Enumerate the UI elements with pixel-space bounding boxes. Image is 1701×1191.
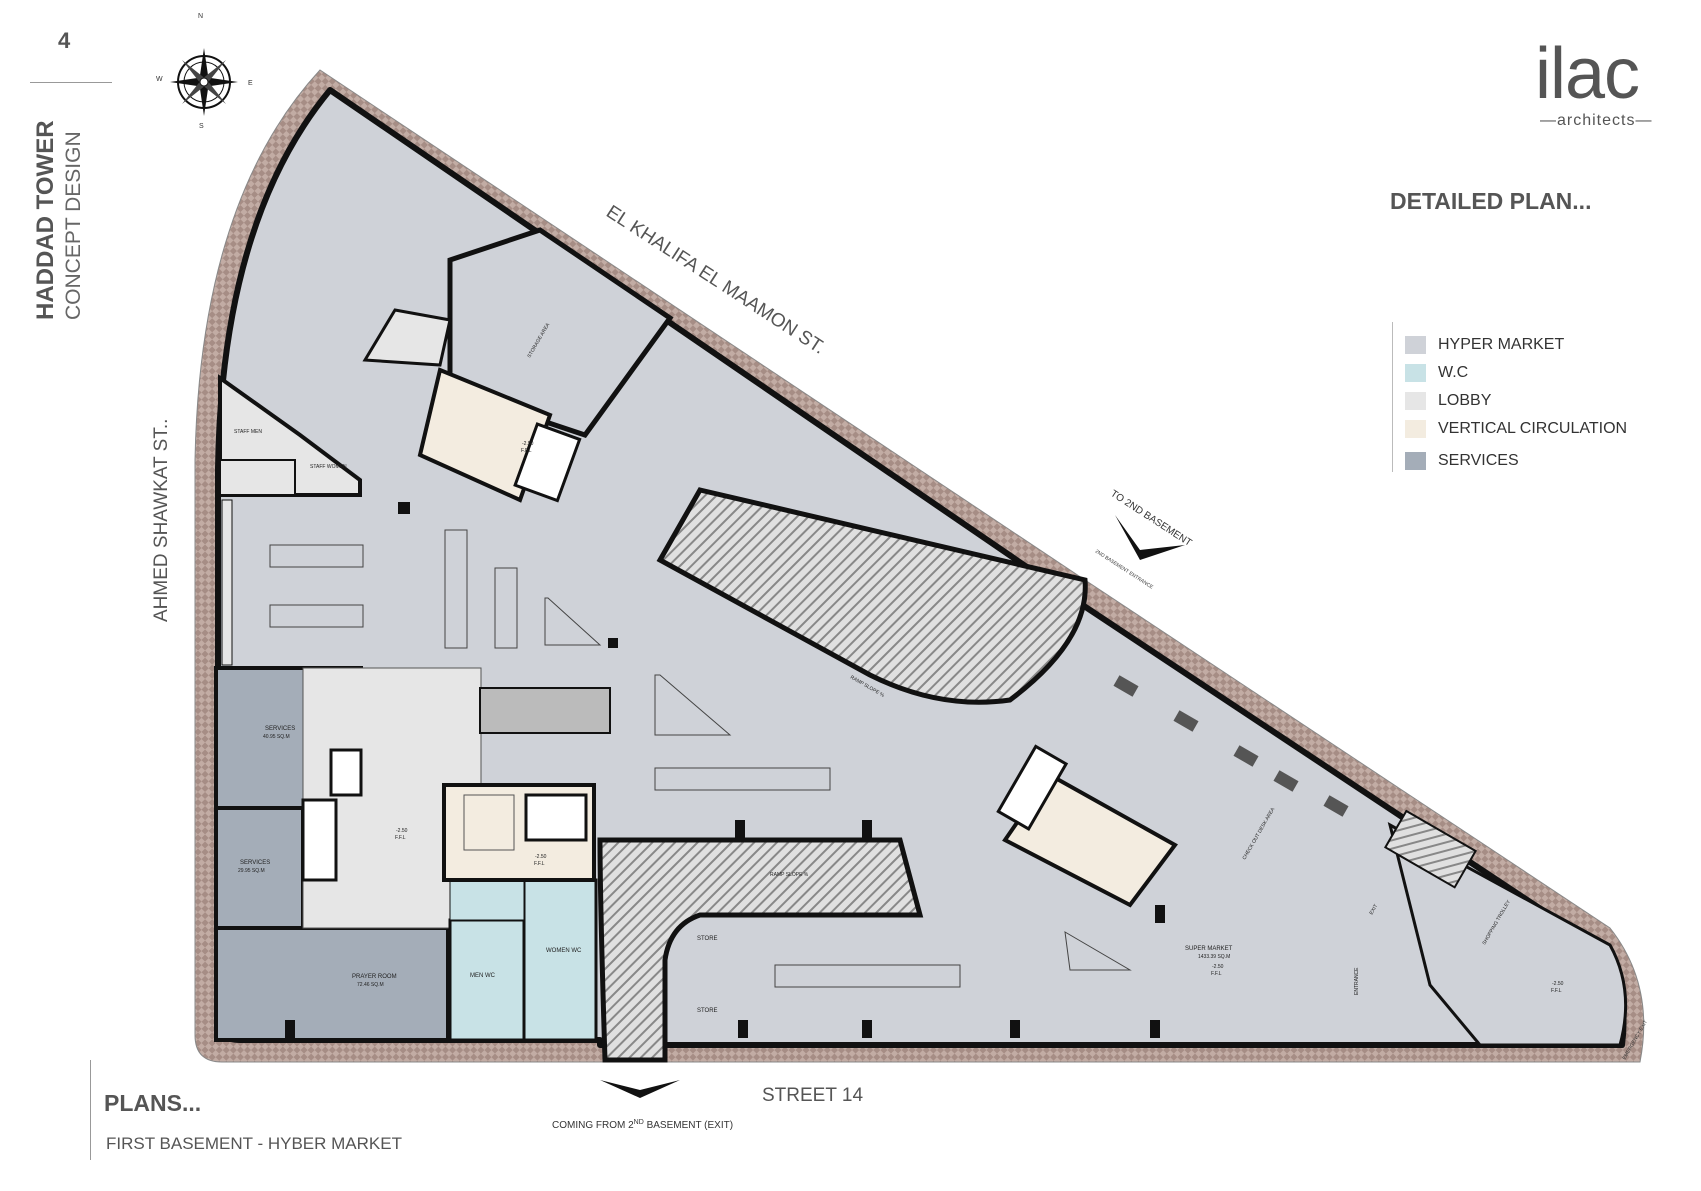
columns bbox=[285, 502, 1165, 1038]
arrow-from-2nd-basement bbox=[600, 1080, 680, 1098]
legend-label: HYPER MARKET bbox=[1438, 336, 1565, 353]
plans-title: PLANS... bbox=[104, 1090, 202, 1116]
ramp-south bbox=[597, 837, 924, 1063]
legend-swatch bbox=[1405, 452, 1426, 470]
logo-tagline-text: architects bbox=[1557, 112, 1636, 129]
label-super-market-area: 1433.39 SQ.M bbox=[1198, 954, 1230, 960]
legend-item-services: SERVICES bbox=[1405, 450, 1519, 472]
escalator bbox=[479, 687, 611, 734]
legend-swatch bbox=[1405, 420, 1426, 438]
stairs-entrance bbox=[1383, 809, 1478, 889]
legend-item-hyper-market: HYPER MARKET bbox=[1405, 334, 1564, 356]
label-services-1: SERVICES bbox=[265, 726, 295, 732]
label-prayer-room: PRAYER ROOM bbox=[352, 974, 397, 980]
legend-label: LOBBY bbox=[1438, 392, 1492, 409]
detailed-plan-heading: DETAILED PLAN... bbox=[1390, 188, 1592, 214]
legend-swatch bbox=[1405, 336, 1426, 354]
legend-label: W.C bbox=[1438, 364, 1469, 381]
label-exit: EXIT bbox=[1369, 903, 1380, 916]
plans-subtitle: FIRST BASEMENT - HYBER MARKET bbox=[106, 1134, 402, 1153]
annotation-coming-from-end: BASEMENT (EXIT) bbox=[644, 1120, 733, 1131]
legend-label: VERTICAL CIRCULATION bbox=[1438, 420, 1628, 437]
shaft-lobby bbox=[329, 748, 363, 797]
lift-east bbox=[996, 744, 1069, 831]
level-marker-market: -2.50 bbox=[1212, 964, 1224, 970]
level-marker-core-ffl: F.F.L bbox=[534, 861, 545, 867]
label-prayer-room-area: 72.46 SQ.M bbox=[357, 982, 384, 988]
elevators-center bbox=[524, 793, 588, 842]
level-marker-market-ffl: F.F.L bbox=[1211, 971, 1222, 977]
annotation-coming-from-sup: ND bbox=[634, 1119, 644, 1126]
west-corridor bbox=[221, 499, 233, 666]
compass-s: S bbox=[199, 123, 204, 130]
level-marker-lobby: -2.50 bbox=[396, 828, 408, 834]
label-services-2-area: 29.95 SQ.M bbox=[238, 868, 265, 874]
level-marker-lobby-ffl: F.F.L bbox=[395, 835, 406, 841]
legend-item-wc: W.C bbox=[1405, 362, 1468, 384]
men-wc bbox=[448, 918, 526, 1042]
compass-n: N bbox=[198, 13, 203, 20]
page-number: 4 bbox=[58, 28, 71, 53]
checkout-desks bbox=[1113, 675, 1349, 817]
footer-divider bbox=[90, 1060, 91, 1160]
legend-item-vertical-circulation: VERTICAL CIRCULATION bbox=[1405, 418, 1627, 440]
arrow-to-2nd-basement bbox=[1115, 515, 1185, 560]
legend: HYPER MARKET W.C LOBBY VERTICAL CIRCULAT… bbox=[1392, 322, 1633, 472]
ramp-north bbox=[656, 487, 1088, 705]
compass-w: W bbox=[156, 76, 163, 83]
label-women-wc: WOMEN WC bbox=[546, 948, 582, 954]
label-super-market: SUPER MARKET bbox=[1185, 946, 1233, 952]
legend-swatch bbox=[1405, 364, 1426, 382]
label-services-2: SERVICES bbox=[240, 860, 270, 866]
level-marker-entrance-ffl: F.F.L bbox=[1551, 988, 1562, 994]
stair-core-inner bbox=[463, 794, 515, 851]
label-staff-women: STAFF WOMEN bbox=[310, 464, 347, 470]
level-marker-entrance: -2.50 bbox=[1552, 981, 1564, 987]
label-store-1: STORE bbox=[697, 936, 718, 942]
label-services-1-area: 40.95 SQ.M bbox=[263, 734, 290, 740]
logo-wordmark: ilac bbox=[1535, 34, 1640, 114]
women-wc bbox=[522, 878, 598, 1042]
logo-tagline: —architects— bbox=[1540, 112, 1653, 129]
level-marker-north: -2.50 bbox=[522, 441, 534, 447]
annotation-coming-from: COMING FROM 2ND BASEMENT (EXIT) bbox=[552, 1119, 733, 1131]
label-ramp-2: RAMP SLOPE % bbox=[770, 872, 809, 878]
wc-vestibule bbox=[449, 879, 525, 921]
staff-wc-stalls bbox=[219, 459, 296, 496]
side-divider bbox=[30, 82, 112, 83]
level-marker-core: -2.50 bbox=[535, 854, 547, 860]
label-men-wc: MEN WC bbox=[470, 973, 496, 979]
legend-swatch bbox=[1405, 392, 1426, 410]
level-marker-north-ffl: F.F.L bbox=[521, 448, 532, 454]
compass-e: E bbox=[248, 80, 253, 87]
elevators-north bbox=[513, 422, 582, 503]
compass-icon bbox=[170, 48, 238, 116]
legend-item-lobby: LOBBY bbox=[1405, 390, 1491, 412]
annotation-to-2nd-basement: TO 2ND BASEMENT bbox=[1108, 488, 1193, 549]
shelves bbox=[269, 529, 1132, 988]
label-entrance: ENTRANCE bbox=[1354, 967, 1360, 995]
stair-service-north bbox=[362, 308, 452, 367]
legend-label: SERVICES bbox=[1438, 452, 1519, 469]
stair-core-north bbox=[417, 367, 553, 503]
street-label-street-14: STREET 14 bbox=[762, 1085, 863, 1106]
prayer-room bbox=[214, 926, 450, 1042]
label-store-2: STORE bbox=[697, 1008, 718, 1014]
annotation-coming-from-text: COMING FROM 2 bbox=[552, 1120, 634, 1131]
lift-lobby bbox=[301, 798, 338, 882]
street-label-ahmed-shawkat: AHMED SHAWKAT ST.. bbox=[151, 419, 172, 622]
label-staff-men: STAFF MEN bbox=[234, 429, 262, 435]
